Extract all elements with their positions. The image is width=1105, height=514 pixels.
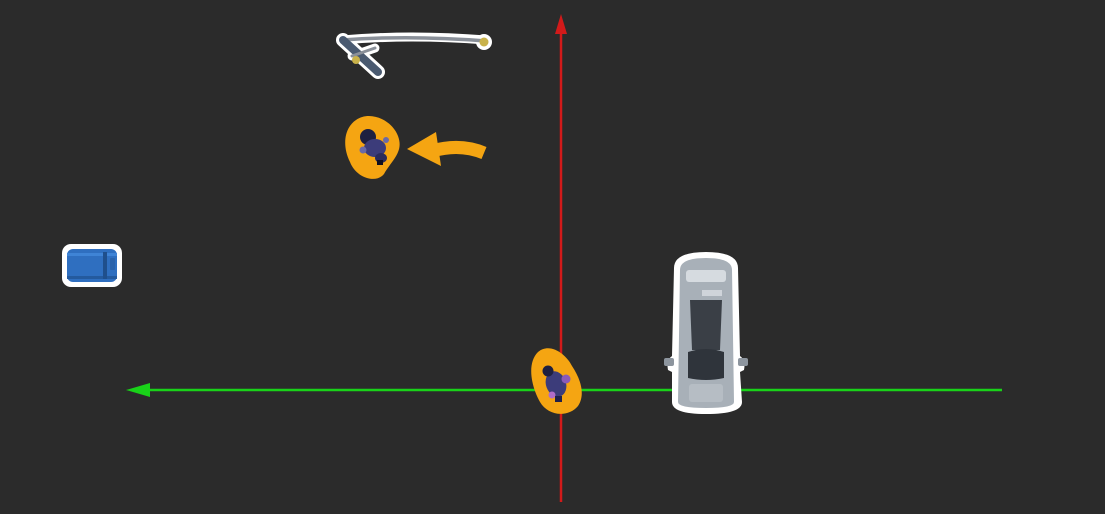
pedestrian-target[interactable] (345, 115, 400, 179)
car-icon (664, 258, 748, 408)
pedestrian-ego[interactable] (531, 348, 582, 414)
person-icon (359, 129, 389, 165)
person-icon (542, 365, 571, 402)
x-axis-arrowhead (126, 383, 150, 397)
curved-arrow-icon (430, 141, 487, 160)
y-axis-arrowhead (555, 14, 567, 34)
y-axis (555, 14, 567, 502)
parked-car[interactable] (664, 252, 748, 414)
barrel[interactable] (62, 244, 122, 287)
hurdle-barrier[interactable] (336, 32, 492, 79)
barrel-icon (67, 249, 117, 282)
barrier-icon (336, 32, 492, 79)
motion-arrow (407, 132, 487, 166)
motion-arrow-head (407, 132, 441, 166)
